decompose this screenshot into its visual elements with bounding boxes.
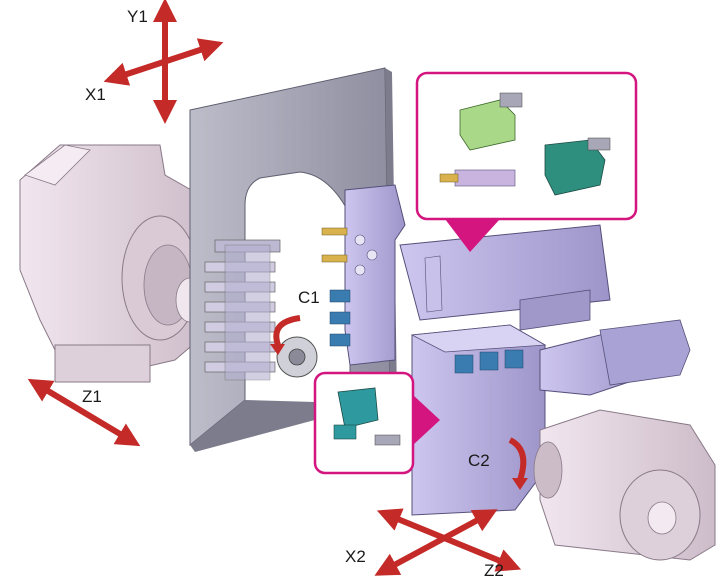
- label-z2: Z2: [484, 561, 504, 579]
- gang-tool-holders: [204, 239, 318, 381]
- callout-pointer-icon: [445, 219, 500, 252]
- label-x1: X1: [85, 85, 106, 104]
- angle-tool-callout: [313, 371, 440, 475]
- upper-turret: [321, 184, 611, 366]
- label-y1: Y1: [127, 7, 148, 26]
- direction-arrow-icon: [27, 0, 522, 576]
- lower-turret: [410, 319, 691, 516]
- right-sub-spindle-motor: [533, 409, 716, 561]
- tool-holders-callout: [415, 71, 638, 252]
- label-c2: C2: [468, 451, 490, 470]
- label-x2: X2: [345, 547, 366, 566]
- label-c1: C1: [298, 288, 320, 307]
- callout-pointer-icon: [413, 395, 440, 445]
- left-spindle-motor: [19, 144, 211, 383]
- label-z1: Z1: [82, 387, 102, 406]
- rotation-arrow-icon: [270, 315, 528, 490]
